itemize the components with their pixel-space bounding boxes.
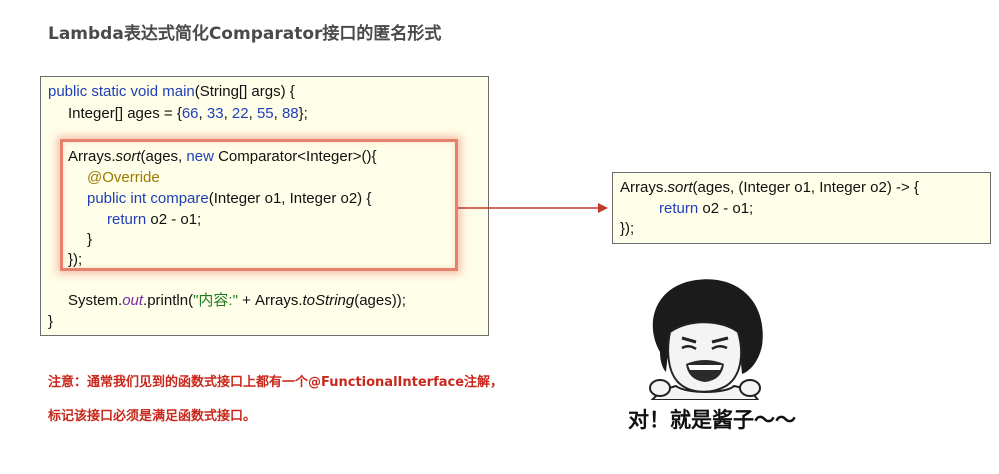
meme-face-icon (649, 279, 763, 400)
code-text: }; (298, 105, 308, 122)
code-text: , (223, 105, 232, 122)
arrow-icon (458, 203, 608, 213)
number: 88 (281, 105, 299, 122)
lambda-line-sort: Arrays.sort(ages, (Integer o1, Integer o… (620, 179, 919, 197)
string-literal: "内容:" (193, 292, 238, 309)
method-name: main (162, 83, 195, 100)
code-line-compare: public int compare(Integer o1, Integer o… (87, 190, 371, 208)
meme-caption: 对！就是酱子～～ (628, 408, 796, 432)
code-text: Integer[] ages = { (68, 105, 182, 122)
code-line-close-paren: }); (68, 251, 83, 268)
lambda-line-return: return o2 - o1; (659, 200, 753, 218)
number: 22 (231, 105, 249, 122)
code-text: Arrays. (68, 148, 116, 165)
code-text: Arrays. (620, 179, 668, 196)
keyword: return (107, 211, 151, 228)
code-line-end: } (48, 313, 54, 330)
anonymous-class-code-block: public static void main(String[] args) {… (40, 76, 489, 336)
keyword: public int (87, 190, 151, 207)
code-text: (ages)); (354, 292, 406, 309)
page-title: Lambda表达式简化Comparator接口的匿名形式 (48, 24, 442, 44)
code-line-println: System.out.println("内容:" + Arrays.toStri… (68, 292, 406, 310)
code-text: .println( (143, 292, 194, 309)
code-text: System. (68, 292, 123, 309)
code-text: , (198, 105, 207, 122)
keyword: public static void (48, 83, 163, 100)
code-text: o2 - o1; (150, 211, 202, 228)
method-name: toString (302, 292, 355, 309)
keyword: return (659, 200, 703, 217)
code-text: (Integer o1, Integer o2) { (208, 190, 372, 207)
code-text: , (273, 105, 282, 122)
code-text: + Arrays. (237, 292, 303, 309)
code-text: , (248, 105, 257, 122)
code-line-override: @Override (87, 169, 160, 186)
keyword: new (186, 148, 219, 165)
number: 55 (256, 105, 274, 122)
code-line-main: public static void main(String[] args) { (48, 83, 295, 101)
code-text: (ages, (Integer o1, Integer o2) -> { (692, 179, 919, 196)
number: 66 (181, 105, 199, 122)
code-line-close-brace: } (87, 231, 93, 248)
lambda-line-end: }); (620, 220, 635, 237)
note-line-2: 标记该接口必须是满足函数式接口。 (48, 409, 257, 424)
code-line-return: return o2 - o1; (107, 211, 201, 229)
method-name: sort (667, 179, 693, 196)
code-line-ages: Integer[] ages = {66, 33, 22, 55, 88}; (68, 105, 308, 123)
lambda-code-block: Arrays.sort(ages, (Integer o1, Integer o… (612, 172, 991, 244)
code-text: (String[] args) { (194, 83, 295, 100)
code-text: Comparator<Integer>(){ (218, 148, 377, 165)
method-name: sort (115, 148, 141, 165)
number: 33 (206, 105, 224, 122)
code-line-sort: Arrays.sort(ages, new Comparator<Integer… (68, 148, 377, 166)
note-line-1: 注意：通常我们见到的函数式接口上都有一个@FunctionalInterface… (48, 375, 504, 390)
method-name: compare (150, 190, 209, 207)
code-text: o2 - o1; (702, 200, 754, 217)
code-text: (ages, (140, 148, 187, 165)
anonymous-class-highlight (60, 139, 458, 271)
field-name: out (122, 292, 144, 309)
